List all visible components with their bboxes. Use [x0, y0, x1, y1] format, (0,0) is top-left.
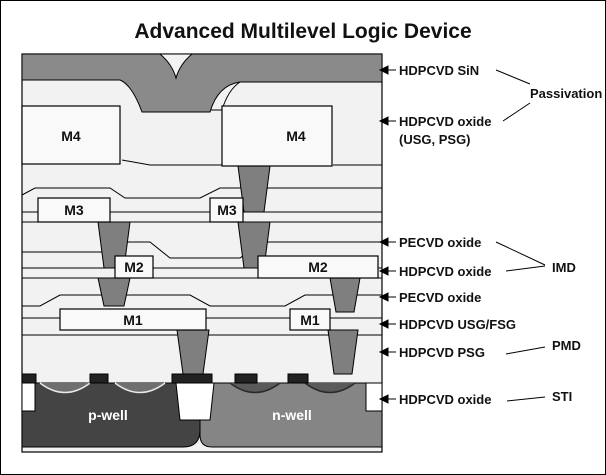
p-well-label: p-well [88, 407, 128, 423]
layer-boundary [21, 187, 382, 199]
implant [229, 382, 281, 394]
m2-right [257, 255, 379, 279]
passivation-sin [21, 53, 383, 113]
m4-right-label: M4 [286, 128, 306, 144]
passivation-dip [158, 53, 194, 80]
m3-right [209, 197, 244, 223]
m2-left-label: M2 [124, 259, 144, 275]
m1-right [289, 308, 331, 331]
m2-left [114, 255, 154, 279]
group-connectors [495, 69, 546, 402]
sti-trench-left [21, 382, 36, 412]
gate [234, 373, 258, 384]
group-label-sti: STI [552, 389, 572, 404]
layer-label-hdpcvd-sin: HDPCVD SiN [399, 63, 479, 78]
layer-label-usg-psg: (USG, PSG) [399, 132, 471, 147]
layer-label-hdpcvd-oxide-imd: HDPCVD oxide [399, 264, 491, 279]
sti-trench-middle [175, 382, 215, 421]
layer-label-hdpcvd-usg-fsg: HDPCVD USG/FSG [399, 317, 516, 332]
m3-right-label: M3 [217, 202, 237, 218]
implant [114, 382, 166, 394]
m4-left [21, 105, 121, 165]
implant [304, 382, 356, 394]
m4-right [221, 105, 333, 167]
m1-left [59, 308, 207, 331]
group-label-passivation: Passivation [530, 86, 602, 101]
layer-label-hdpcvd-psg: HDPCVD PSG [399, 345, 485, 360]
diagram-title: Advanced Multilevel Logic Device [134, 20, 472, 43]
n-well-region [199, 382, 383, 448]
via-plug [97, 277, 131, 307]
layer-label-pecvd-oxide-upper: PECVD oxide [399, 235, 481, 250]
implant [39, 382, 91, 394]
m3-left-label: M3 [64, 202, 84, 218]
sti-trench-right [365, 382, 383, 412]
layer-arrows [378, 65, 396, 404]
gate [89, 373, 109, 384]
gate [21, 373, 37, 384]
layer-label-hdpcvd-oxide-sti: HDPCVD oxide [399, 392, 491, 407]
gate [171, 373, 213, 384]
m1-left-label: M1 [123, 312, 143, 328]
m4-left-label: M4 [61, 128, 81, 144]
n-well-label: n-well [272, 407, 312, 423]
via-plug [176, 329, 210, 375]
m2-right-label: M2 [308, 259, 328, 275]
layer-boundary [121, 159, 222, 166]
group-label-pmd: PMD [552, 338, 581, 353]
layer-label-pecvd-oxide-lower: PECVD oxide [399, 290, 481, 305]
group-label-imd: IMD [552, 260, 576, 275]
m1-right-label: M1 [300, 312, 320, 328]
m3-left [37, 197, 111, 223]
layer-boundary [22, 294, 382, 307]
layer-label-hdpcvd-oxide-top: HDPCVD oxide [399, 114, 491, 129]
gate [287, 373, 309, 384]
via-plug [327, 329, 359, 375]
